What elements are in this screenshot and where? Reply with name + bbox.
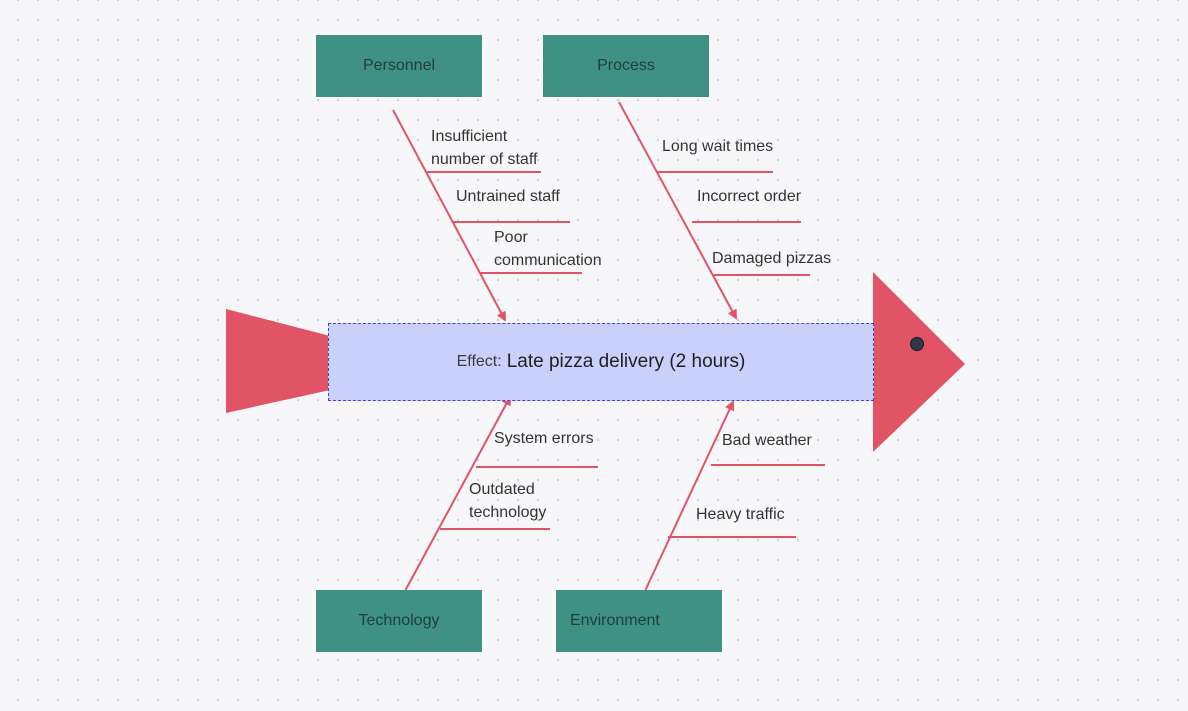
effect-box[interactable]: Effect: Late pizza delivery (2 hours) xyxy=(328,323,874,401)
bone-personnel xyxy=(392,109,582,322)
cause-text-line: Heavy traffic xyxy=(696,506,785,523)
cause-text-line: Long wait times xyxy=(662,138,774,155)
cause-text-line: communication xyxy=(494,252,602,269)
cause-text-line: number of staff xyxy=(431,151,538,168)
cause-text-line: Untrained staff xyxy=(456,188,560,205)
cause-text-line: System errors xyxy=(494,430,594,447)
cause-outdated-technology[interactable]: Outdated technology xyxy=(469,478,546,524)
cause-text-line: Damaged pizzas xyxy=(712,250,832,267)
bone-technology xyxy=(404,395,598,592)
cause-text-line: Insufficient xyxy=(431,128,508,145)
cause-long-wait-times[interactable]: Long wait times xyxy=(662,135,773,158)
cause-text-line: technology xyxy=(469,504,547,521)
cause-bad-weather[interactable]: Bad weather xyxy=(722,429,812,452)
category-box-process[interactable]: Process xyxy=(543,35,709,97)
effect-prefix: Effect: xyxy=(456,353,502,370)
cause-insufficient-staff[interactable]: Insufficient number of staff xyxy=(431,125,537,171)
cause-text-line: Poor xyxy=(494,229,528,246)
cause-incorrect-order[interactable]: Incorrect order xyxy=(697,185,801,208)
effect-label: Late pizza delivery (2 hours) xyxy=(506,351,746,372)
cause-text-line: Incorrect order xyxy=(697,188,802,205)
cause-untrained-staff[interactable]: Untrained staff xyxy=(456,185,560,208)
cause-text-line: Outdated xyxy=(469,481,535,498)
category-label: Environment xyxy=(570,612,660,629)
category-label: Technology xyxy=(358,612,440,629)
category-label: Personnel xyxy=(362,57,436,74)
cause-poor-communication[interactable]: Poor communication xyxy=(494,226,602,272)
bone-environment xyxy=(644,400,825,592)
category-box-technology[interactable]: Technology xyxy=(316,590,482,652)
category-label: Process xyxy=(597,57,655,74)
bone-process xyxy=(618,101,810,320)
cause-text-line: Bad weather xyxy=(722,432,812,449)
cause-system-errors[interactable]: System errors xyxy=(494,427,594,450)
category-box-personnel[interactable]: Personnel xyxy=(316,35,482,97)
fish-head xyxy=(873,272,965,452)
cause-damaged-pizzas[interactable]: Damaged pizzas xyxy=(712,247,831,270)
category-box-environment[interactable]: Environment xyxy=(556,590,722,652)
fish-eye xyxy=(910,337,924,351)
fish-tail xyxy=(226,309,330,413)
cause-heavy-traffic[interactable]: Heavy traffic xyxy=(696,503,785,526)
